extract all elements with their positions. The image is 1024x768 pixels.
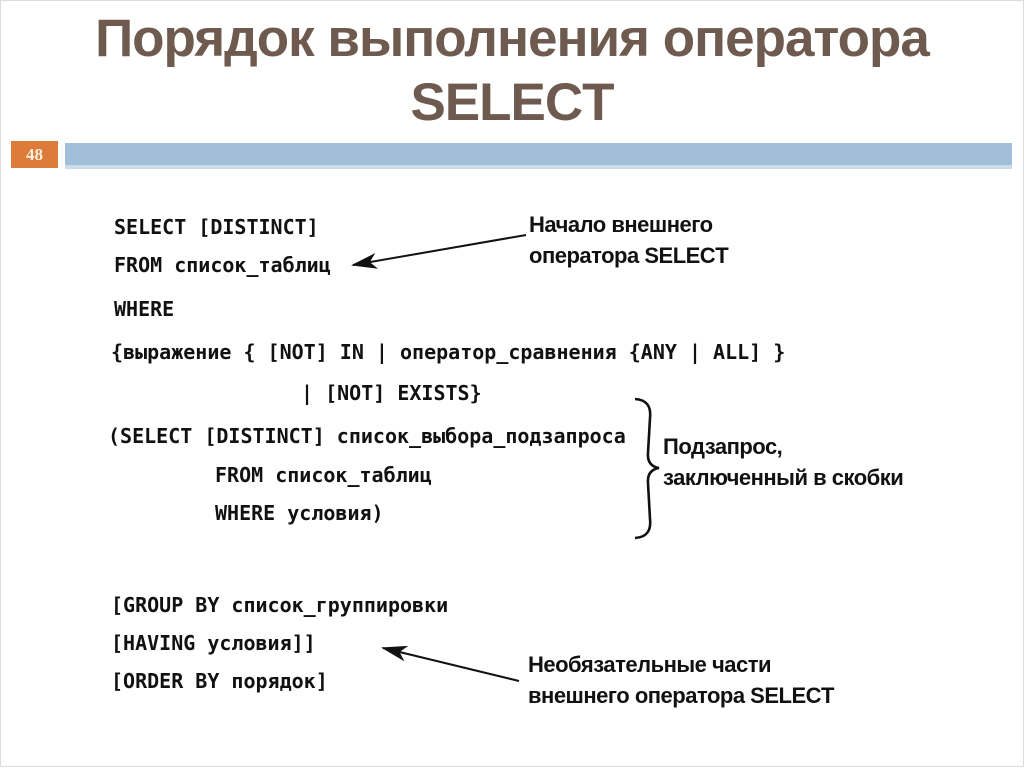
code-line: WHERE условия) [215, 501, 384, 525]
page-number-badge: 48 [11, 141, 58, 168]
slide-title: Порядок выполнения оператора SELECT [41, 7, 983, 134]
code-line: | [NOT] EXISTS} [301, 381, 482, 405]
slide-title-line2: SELECT [410, 72, 614, 132]
annotation-subquery: Подзапрос, заключенный в скобки [663, 431, 904, 493]
slide-title-line1: Порядок выполнения оператора [95, 9, 930, 68]
code-line: FROM список_таблиц [114, 253, 331, 277]
code-line: {выражение { [NOT] IN | оператор_сравнен… [111, 340, 786, 364]
code-line: FROM список_таблиц [215, 463, 432, 487]
page-number: 48 [26, 144, 43, 164]
arrow-outer-select-start-icon [351, 234, 527, 269]
code-line: [ORDER BY порядок] [111, 669, 328, 693]
code-line: (SELECT [DISTINCT] список_выбора_подзапр… [108, 424, 626, 448]
title-underline-bar [65, 143, 1012, 169]
code-line: [GROUP BY список_группировки [111, 593, 449, 617]
annotation-line: заключенный в скобки [663, 465, 904, 490]
annotation-line: оператора SELECT [529, 243, 729, 268]
annotation-line: Подзапрос, [663, 434, 783, 459]
annotation-line: внешнего оператора SELECT [528, 683, 834, 708]
code-line: SELECT [DISTINCT] [114, 215, 319, 239]
arrow-optional-parts-icon [381, 645, 520, 682]
annotation-optional-parts: Необязательные части внешнего оператора … [528, 649, 834, 711]
annotation-line: Необязательные части [528, 652, 772, 677]
subquery-brace-icon [634, 397, 660, 540]
annotation-outer-select-start: Начало внешнего оператора SELECT [529, 209, 729, 271]
annotation-line: Начало внешнего [529, 212, 713, 237]
code-line: [HAVING условия]] [111, 631, 316, 655]
code-line: WHERE [114, 297, 175, 321]
